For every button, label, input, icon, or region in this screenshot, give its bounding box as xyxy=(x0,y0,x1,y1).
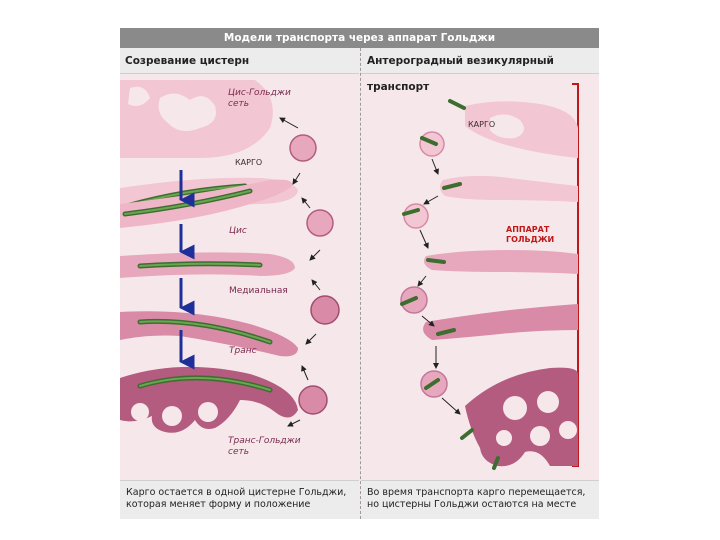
label-trans: Транс xyxy=(229,346,257,357)
label-medial: Медиальная xyxy=(229,286,288,297)
right-cisterna-2 xyxy=(424,250,578,274)
right-panel-caption: Во время транспорта карго перемещается, … xyxy=(361,480,599,519)
right-cisterna-3 xyxy=(423,304,578,340)
label-left-cargo: КАРГО xyxy=(235,158,262,167)
diagram-artwork xyxy=(120,28,599,519)
label-trans-golgi-network: Транс-Гольджи сеть xyxy=(228,436,308,458)
left-trans-golgi-network xyxy=(120,367,298,433)
right-trans-golgi-network xyxy=(465,368,578,467)
label-golgi-apparatus: АППАРАТ ГОЛЬДЖИ xyxy=(506,225,566,245)
label-right-cargo: КАРГО xyxy=(468,120,495,129)
left-cisterna-medial xyxy=(120,252,295,278)
label-cis: Цис xyxy=(229,226,247,237)
golgi-transport-figure: Модели транспорта через аппарат Гольджи … xyxy=(120,28,599,519)
left-panel-caption: Карго остается в одной цистерне Гольджи,… xyxy=(120,480,359,519)
right-cisterna-1 xyxy=(440,176,578,202)
right-cis-golgi-network xyxy=(465,101,578,158)
left-cisterna-trans xyxy=(120,311,298,356)
label-cis-golgi-network: Цис-Гольджи сеть xyxy=(228,88,298,110)
